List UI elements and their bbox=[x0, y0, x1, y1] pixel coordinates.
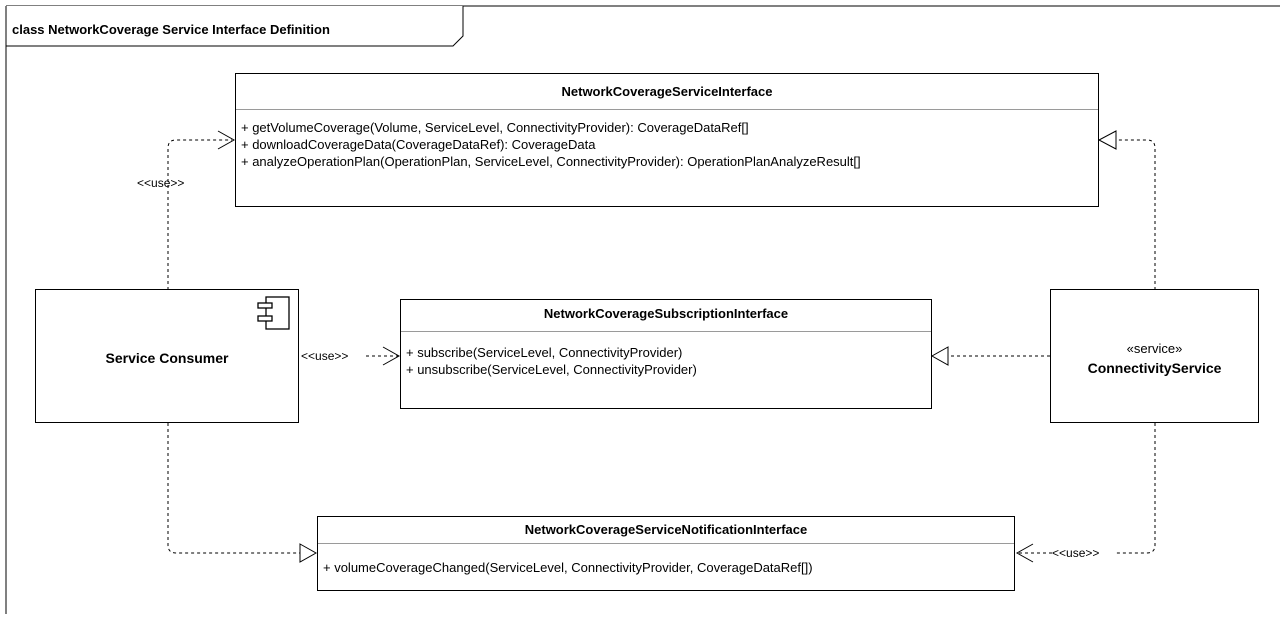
class-divider bbox=[401, 331, 931, 332]
subscription-interface-name: NetworkCoverageSubscriptionInterface bbox=[543, 306, 789, 321]
connectivity-service-class[interactable]: «service» ConnectivityService bbox=[1050, 289, 1259, 423]
use-label-top: <<use>> bbox=[137, 176, 185, 190]
realization-arrowhead-top bbox=[1097, 130, 1117, 150]
realization-line-bottom bbox=[167, 423, 300, 554]
operation-item: + unsubscribe(ServiceLevel, Connectivity… bbox=[406, 362, 697, 377]
frame-title: class NetworkCoverage Service Interface … bbox=[12, 22, 330, 37]
use-label-bottom: <<use>> bbox=[1052, 546, 1100, 560]
operation-item: + downloadCoverageData(CoverageDataRef):… bbox=[241, 137, 596, 152]
notification-interface-operations: + volumeCoverageChanged(ServiceLevel, Co… bbox=[323, 559, 813, 576]
operation-item: + subscribe(ServiceLevel, ConnectivityPr… bbox=[406, 345, 683, 360]
connectivity-service-stereotype: «service» bbox=[1126, 341, 1183, 356]
realization-line-top bbox=[1116, 139, 1156, 290]
use-dependency-line-top bbox=[167, 139, 232, 290]
service-interface-class[interactable]: NetworkCoverageServiceInterface + getVol… bbox=[235, 73, 1099, 207]
connectivity-service-name: ConnectivityService bbox=[1087, 360, 1222, 376]
frame-tab bbox=[5, 6, 464, 47]
use-label-middle: <<use>> bbox=[301, 349, 349, 363]
realization-arrowhead-bottom bbox=[299, 543, 318, 563]
service-interface-operations: + getVolumeCoverage(Volume, ServiceLevel… bbox=[241, 119, 861, 170]
class-divider bbox=[236, 109, 1098, 110]
service-consumer-component[interactable]: Service Consumer bbox=[35, 289, 299, 423]
realization-arrowhead-middle bbox=[930, 346, 949, 366]
notification-interface-class[interactable]: NetworkCoverageServiceNotificationInterf… bbox=[317, 516, 1015, 591]
service-interface-name: NetworkCoverageServiceInterface bbox=[561, 84, 773, 99]
use-arrowhead-bottom bbox=[1015, 543, 1034, 563]
subscription-interface-operations: + subscribe(ServiceLevel, ConnectivityPr… bbox=[406, 344, 697, 378]
operation-item: + getVolumeCoverage(Volume, ServiceLevel… bbox=[241, 120, 749, 135]
notification-interface-name: NetworkCoverageServiceNotificationInterf… bbox=[524, 522, 808, 537]
operation-item: + volumeCoverageChanged(ServiceLevel, Co… bbox=[323, 560, 813, 575]
component-icon bbox=[257, 296, 290, 330]
operation-item: + analyzeOperationPlan(OperationPlan, Se… bbox=[241, 154, 861, 169]
service-consumer-name: Service Consumer bbox=[105, 350, 229, 366]
use-arrowhead-top bbox=[217, 130, 236, 150]
use-dependency-line-bottom bbox=[1018, 423, 1156, 554]
subscription-interface-class[interactable]: NetworkCoverageSubscriptionInterface + s… bbox=[400, 299, 932, 409]
class-divider bbox=[318, 543, 1014, 544]
use-arrowhead-middle bbox=[382, 346, 401, 366]
